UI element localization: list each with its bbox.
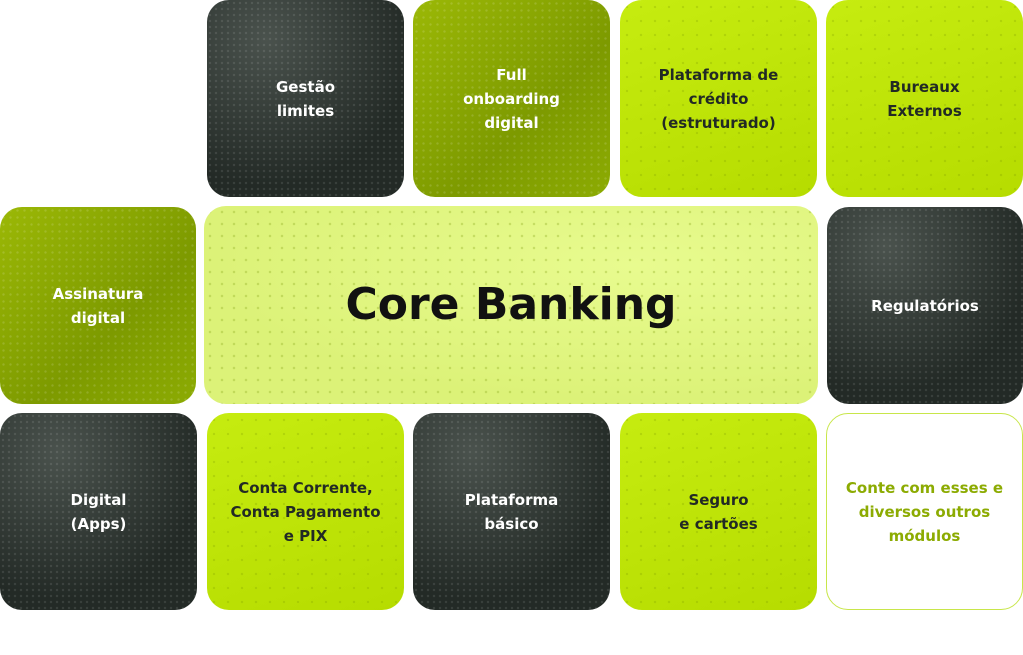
module-gestao-limites: Gestão limites xyxy=(207,0,404,197)
module-assinatura-digital: Assinatura digital xyxy=(0,207,196,404)
module-plataforma-credito: Plataforma de crédito (estruturado) xyxy=(620,0,817,197)
module-label: Seguro e cartões xyxy=(679,490,758,533)
core-banking-tile: Core Banking xyxy=(204,206,818,404)
module-full-onboarding: Full onboarding digital xyxy=(413,0,610,197)
module-label: Bureaux Externos xyxy=(887,77,962,120)
module-label: Plataforma de crédito (estruturado) xyxy=(658,65,779,132)
module-plataforma-basico: Plataforma básico xyxy=(413,413,610,610)
module-label: Digital (Apps) xyxy=(70,490,127,533)
module-label: Regulatórios xyxy=(871,296,979,315)
module-bureaux-externos: Bureaux Externos xyxy=(826,0,1023,197)
more-modules-tile: Conte com esses e diversos outros módulo… xyxy=(826,413,1023,610)
module-label: Conte com esses e diversos outros módulo… xyxy=(845,478,1004,545)
module-seguro-cartoes: Seguro e cartões xyxy=(620,413,817,610)
module-label: Full onboarding digital xyxy=(463,65,560,132)
module-digital-apps: Digital (Apps) xyxy=(0,413,197,610)
module-label: Plataforma básico xyxy=(464,490,559,533)
module-conta-corrente: Conta Corrente, Conta Pagamento e PIX xyxy=(207,413,404,610)
module-label: Assinatura digital xyxy=(52,284,144,327)
core-banking-title: Core Banking xyxy=(345,279,677,330)
module-label: Conta Corrente, Conta Pagamento e PIX xyxy=(230,478,381,545)
module-regulatorios: Regulatórios xyxy=(827,207,1023,404)
module-label: Gestão limites xyxy=(275,77,335,120)
